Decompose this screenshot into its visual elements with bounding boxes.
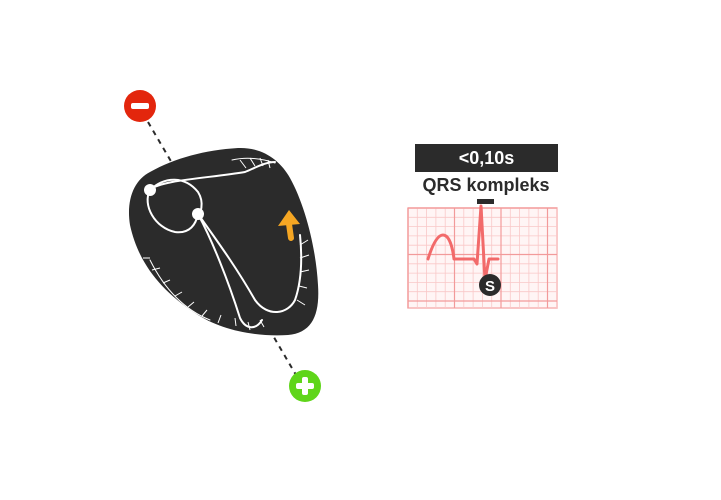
ecg-strip: S (407, 199, 558, 309)
qrs-duration-label: <0,10s (458, 147, 515, 168)
ecg-trace (426, 204, 500, 282)
purkinje-fibres (143, 157, 310, 331)
positive-electrode-icon (289, 370, 321, 402)
conduction-system (146, 157, 303, 329)
ecg-major-grid (407, 207, 557, 308)
s-wave-marker (479, 274, 501, 296)
qrs-complex-title: QRS kompleks (422, 175, 550, 195)
s-wave-marker-label: S (485, 278, 495, 295)
heart-shape (128, 147, 319, 336)
sa-node (144, 184, 156, 196)
qrs-duration-badge: <0,10s (415, 144, 558, 172)
depolarization-arrow-icon (278, 210, 300, 241)
negative-electrode-icon (124, 90, 156, 122)
av-node (192, 208, 204, 220)
qrs-duration-bar (477, 199, 494, 204)
